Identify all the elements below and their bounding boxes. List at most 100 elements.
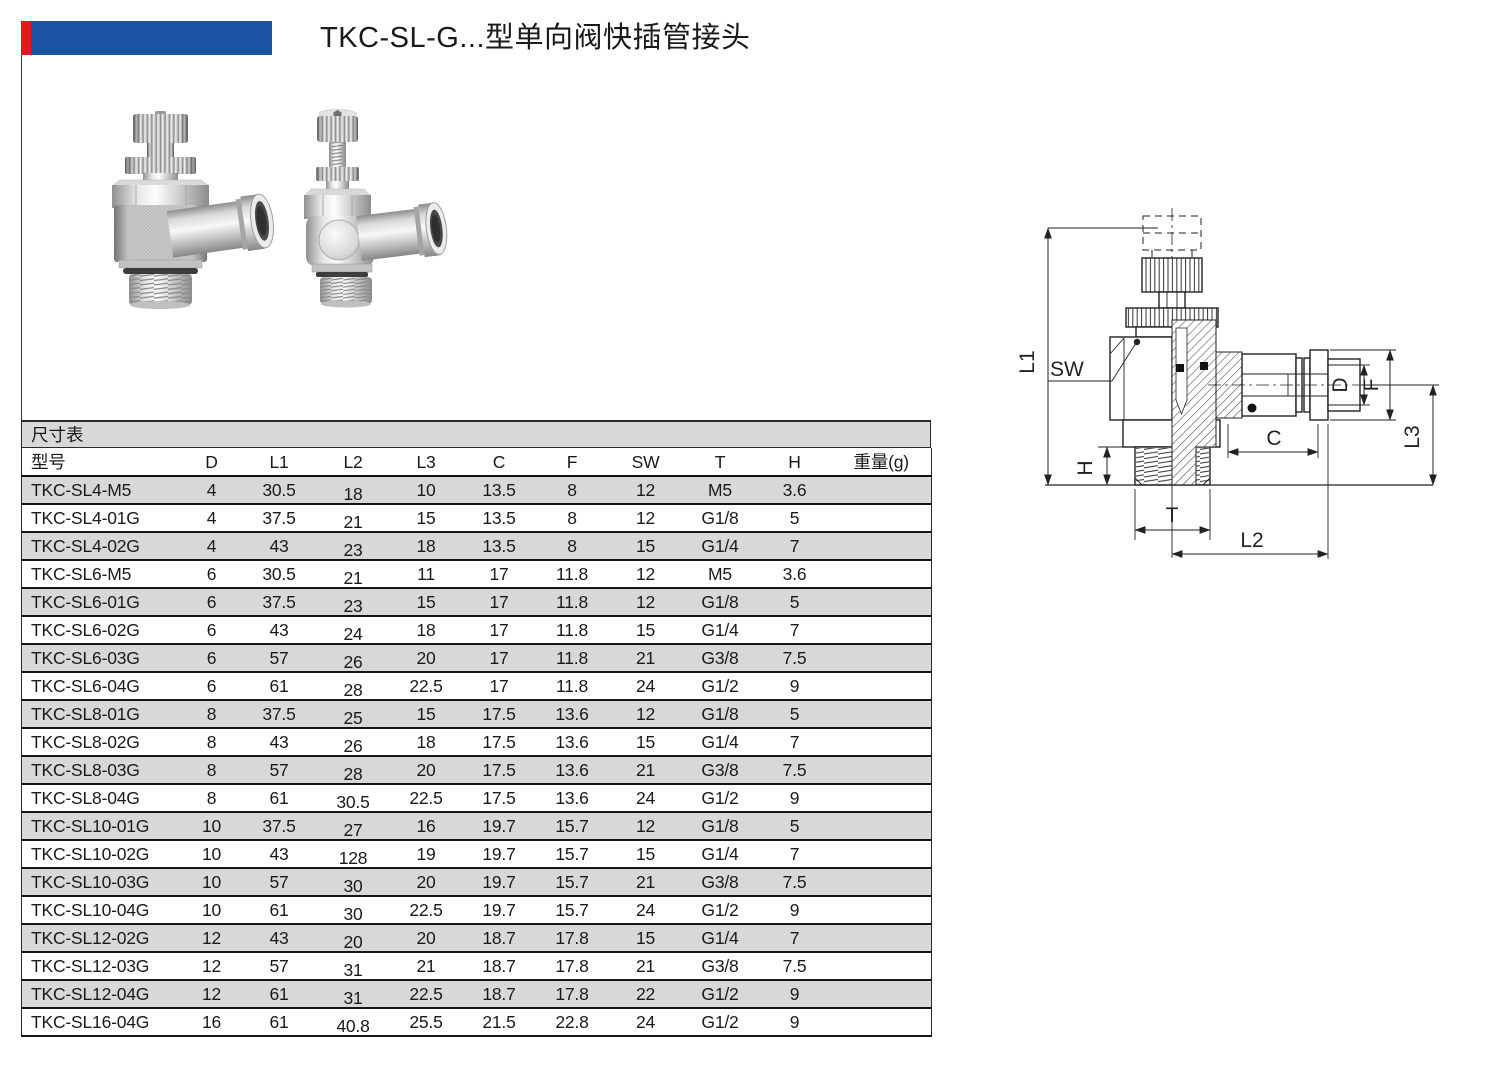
table-cell: 6: [181, 644, 242, 673]
table-cell: 8: [181, 756, 242, 785]
table-cell: 12: [608, 588, 683, 617]
table-cell: 20: [389, 868, 463, 897]
table-cell: G1/8: [682, 812, 758, 841]
table-cell: 10: [181, 868, 242, 897]
table-cell: [831, 476, 932, 505]
technical-drawing: L1 SW H T L2 C D: [990, 202, 1475, 597]
table-cell: 12: [608, 504, 683, 533]
table-cell: 15.7: [535, 868, 609, 897]
table-cell: 21: [608, 644, 683, 673]
table-cell: 12: [181, 952, 242, 981]
table-cell: G3/8: [682, 756, 758, 785]
table-cell: 12: [608, 812, 683, 841]
model-cell: TKC-SL12-02G: [21, 924, 182, 953]
table-cell: 43: [241, 728, 317, 757]
model-cell: TKC-SL8-03G: [21, 756, 182, 785]
table-cell: 15: [389, 700, 463, 729]
table-caption: 尺寸表: [21, 420, 931, 448]
model-cell: TKC-SL10-01G: [21, 812, 182, 841]
table-cell: 10: [389, 476, 463, 505]
table-cell: [831, 588, 932, 617]
table-cell: G1/2: [682, 896, 758, 925]
table-cell: 9: [757, 896, 832, 925]
table-cell: 21: [608, 868, 683, 897]
table-cell: [831, 728, 932, 757]
table-cell: 17.8: [535, 952, 609, 981]
table-cell: 128: [316, 840, 390, 869]
table-cell: 8: [535, 532, 609, 561]
table-cell: M5: [682, 476, 758, 505]
table-cell: G1/2: [682, 980, 758, 1009]
table-cell: 21: [608, 952, 683, 981]
table-cell: 17.5: [462, 728, 536, 757]
table-cell: 24: [316, 616, 390, 645]
table-cell: 30.5: [241, 476, 317, 505]
dim-label-l1: L1: [1016, 350, 1039, 373]
table-cell: 25.5: [389, 1008, 463, 1037]
table-cell: 24: [608, 1008, 683, 1037]
table-cell: 4: [181, 532, 242, 561]
table-cell: [831, 532, 932, 561]
table-cell: 24: [608, 784, 683, 813]
table-cell: 21: [316, 560, 390, 589]
model-cell: TKC-SL10-02G: [21, 840, 182, 869]
table-cell: G1/8: [682, 504, 758, 533]
table-cell: G1/4: [682, 616, 758, 645]
table-cell: 19.7: [462, 812, 536, 841]
table-cell: 9: [757, 980, 832, 1009]
column-header: C: [462, 448, 536, 477]
table-cell: 26: [316, 728, 390, 757]
table-cell: 5: [757, 504, 832, 533]
model-cell: TKC-SL4-02G: [21, 532, 182, 561]
table-cell: 30.5: [241, 560, 317, 589]
table-cell: 31: [316, 980, 390, 1009]
table-cell: 28: [316, 756, 390, 785]
table-cell: [831, 504, 932, 533]
model-cell: TKC-SL6-M5: [21, 560, 182, 589]
table-cell: G1/4: [682, 532, 758, 561]
table-cell: 7: [757, 532, 832, 561]
table-cell: 6: [181, 672, 242, 701]
table-cell: 21.5: [462, 1008, 536, 1037]
table-cell: 6: [181, 560, 242, 589]
model-cell: TKC-SL6-03G: [21, 644, 182, 673]
table-cell: 16: [181, 1008, 242, 1037]
table-cell: 22.5: [389, 896, 463, 925]
table-cell: 37.5: [241, 812, 317, 841]
table-cell: 13.5: [462, 532, 536, 561]
table-cell: G3/8: [682, 952, 758, 981]
table-cell: 16: [389, 812, 463, 841]
table-cell: 20: [389, 924, 463, 953]
table-cell: 37.5: [241, 504, 317, 533]
table-cell: 15: [608, 840, 683, 869]
table-cell: 37.5: [241, 588, 317, 617]
table-cell: 21: [608, 756, 683, 785]
product-photo-secondary-illustration: [303, 109, 448, 308]
table-cell: 21: [316, 504, 390, 533]
table-cell: 5: [757, 588, 832, 617]
table-cell: 15.7: [535, 840, 609, 869]
table-cell: G1/2: [682, 1008, 758, 1037]
table-cell: 17: [462, 644, 536, 673]
table-cell: [831, 952, 932, 981]
table-cell: 9: [757, 1008, 832, 1037]
table-cell: 11.8: [535, 616, 609, 645]
table-cell: 22.5: [389, 672, 463, 701]
table-cell: 30.5: [316, 784, 390, 813]
table-cell: 21: [389, 952, 463, 981]
model-cell: TKC-SL4-01G: [21, 504, 182, 533]
table-cell: 8: [181, 700, 242, 729]
table-cell: [831, 1008, 932, 1037]
model-cell: TKC-SL12-04G: [21, 980, 182, 1009]
column-header: L2: [316, 448, 390, 477]
